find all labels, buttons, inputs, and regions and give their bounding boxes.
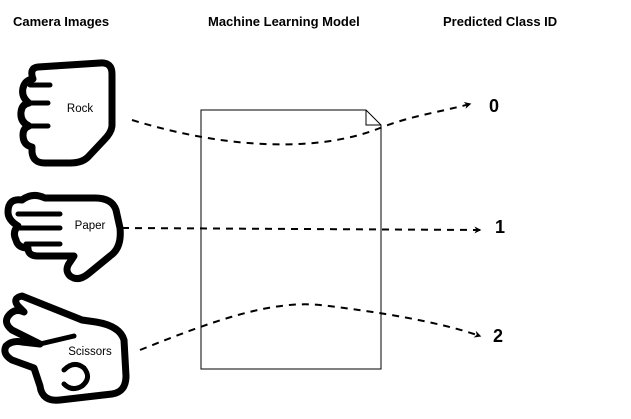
ml-model-header: Machine Learning Model (208, 14, 360, 29)
scissors-hand-icon (1, 292, 130, 404)
rock-arrow (131, 102, 472, 146)
camera-images-header: Camera Images (13, 14, 110, 29)
predicted-class-header: Predicted Class ID (443, 14, 558, 29)
scissors-arrow (139, 303, 482, 351)
model-document-icon (200, 109, 382, 370)
rock-label: Rock (67, 103, 93, 115)
class-id-1: 1 (495, 217, 505, 237)
paper-label: Paper (75, 220, 106, 232)
class-id-0: 0 (489, 96, 499, 116)
open-hand-icon (4, 191, 124, 283)
scissors-label: Scissors (68, 346, 112, 358)
fist-icon (17, 59, 116, 167)
class-id-2: 2 (493, 326, 503, 346)
